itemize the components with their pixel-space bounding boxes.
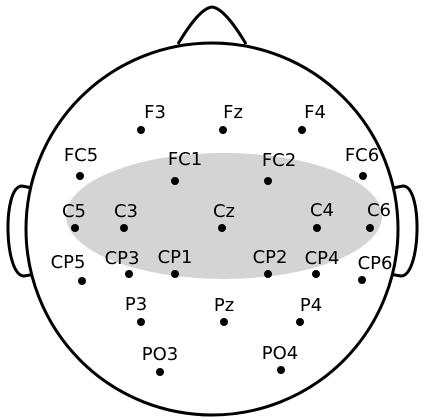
electrode-c6: C6 [366,200,391,232]
electrode-fc1: FC1 [168,149,202,185]
electrode-dot [220,318,228,326]
electrode-cz: Cz [213,201,235,232]
electrode-dot [296,318,304,326]
electrode-dot [137,318,145,326]
electrode-dot [171,270,179,278]
electrode-label: F4 [304,102,326,123]
electrode-dot [313,224,321,232]
electrode-label: CP2 [253,247,288,268]
electrode-dot [71,224,79,232]
electrode-label: C4 [310,200,334,221]
electrode-dot [264,270,272,278]
electrode-c4: C4 [310,200,334,232]
electrode-p3: P3 [125,294,147,326]
electrode-dot [312,270,320,278]
electrode-cp2: CP2 [253,247,288,278]
highlighted-region [66,153,382,279]
electrode-cp3: CP3 [105,248,140,278]
electrode-label: P4 [300,295,322,316]
electrode-label: CP4 [305,248,340,269]
electrode-cp6: CP6 [358,253,393,284]
electrode-p4: P4 [296,295,322,326]
electrode-label: F3 [144,102,166,123]
electrode-label: Cz [213,201,235,222]
electrode-dot [218,224,226,232]
electrode-f3: F3 [137,102,166,134]
electrode-po4: PO4 [262,343,298,374]
electrode-fc5: FC5 [64,145,98,180]
electrode-c3: C3 [114,201,138,232]
nose-outline [176,5,248,45]
electrode-label: FC6 [345,145,379,166]
electrode-dot [366,224,374,232]
electrode-cp1: CP1 [158,247,193,278]
electrode-fc2: FC2 [262,150,296,185]
electrode-pz: Pz [214,295,234,326]
electrode-dot [359,172,367,180]
electrode-label: C3 [114,201,138,222]
electrode-dot [358,276,366,284]
electrode-label: Pz [214,295,234,316]
electrode-cp5: CP5 [51,252,86,285]
electrode-fz: Fz [219,102,243,134]
electrode-dot [78,277,86,285]
electrode-dot [156,368,164,376]
electrode-label: FC2 [262,150,296,171]
electrode-dot [277,366,285,374]
electrode-label: C5 [62,201,86,222]
electrode-f4: F4 [298,102,326,134]
electrode-po3: PO3 [142,344,178,376]
electrode-label: CP6 [358,253,393,274]
electrode-c5: C5 [62,201,86,232]
electrode-dot [120,224,128,232]
electrode-fc6: FC6 [345,145,379,180]
electrode-dot [171,177,179,185]
electrode-label: CP5 [51,252,86,273]
electrode-label: CP3 [105,248,140,269]
electrode-dot [219,126,227,134]
electrode-label: PO4 [262,343,298,364]
electrode-label: FC1 [168,149,202,170]
electrode-dot [137,126,145,134]
electrode-label: CP1 [158,247,193,268]
electrode-cp4: CP4 [305,248,340,278]
electrode-label: C6 [367,200,391,221]
electrode-dot [76,172,84,180]
electrode-label: FC5 [64,145,98,166]
electrode-dot [264,177,272,185]
electrode-label: P3 [125,294,147,315]
electrode-dot [125,270,133,278]
electrode-label: Fz [223,102,243,123]
electrode-dot [298,126,306,134]
electrode-label: PO3 [142,344,178,365]
